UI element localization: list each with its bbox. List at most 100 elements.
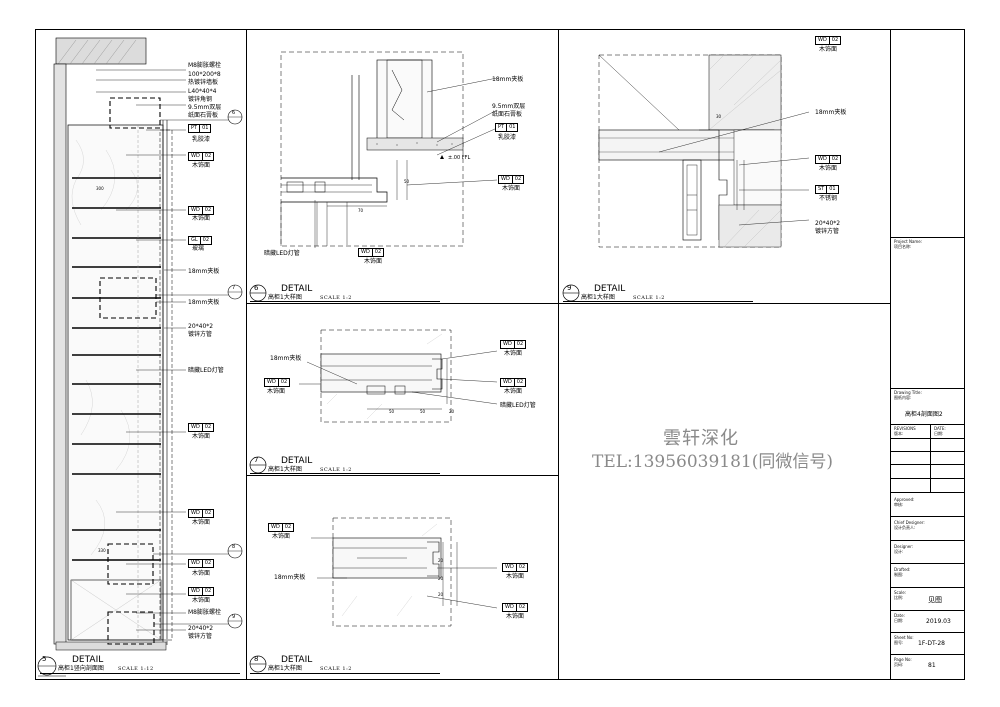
tb-line (890, 464, 965, 465)
note: 木饰面 (192, 162, 211, 169)
detail-scale: SCALE 1:2 (320, 295, 352, 301)
dimension: 50 (404, 179, 410, 184)
callout-6[interactable]: 6 (232, 110, 236, 116)
section-8-drawing (311, 517, 498, 627)
callout-9[interactable]: 9 (232, 614, 236, 620)
note: 木饰面 (192, 597, 211, 604)
detail-scale: SCALE 1:12 (118, 666, 154, 672)
note: 100*200*8 (188, 71, 221, 78)
panel-divider (558, 303, 559, 680)
section-5-drawing: 300 330 (53, 37, 243, 651)
note: 木饰面 (506, 613, 525, 620)
tb-line (890, 388, 965, 389)
detail-scale: SCALE 1:2 (633, 295, 665, 301)
note: 纸面石膏板 (492, 111, 523, 118)
detail-number: 8 (254, 655, 259, 663)
tb-date2: 日期: (894, 618, 904, 623)
tb-line (890, 516, 965, 517)
detail-scale: SCALE 1:2 (320, 666, 352, 672)
note: 9.5mm双层 (188, 104, 222, 111)
note: 木饰面 (819, 165, 838, 172)
tb-sheet-en: Sheet No: (894, 635, 914, 640)
dimension: 20 (438, 592, 444, 597)
tb-project-en: Project Name: (894, 239, 923, 244)
panel-divider (246, 475, 558, 476)
dimension: 50 (389, 409, 395, 414)
dimension: 20 (438, 558, 444, 563)
detail-scale: SCALE 1:2 (320, 467, 352, 473)
note: M8膨胀螺栓 (188, 609, 221, 616)
note: 木饰面 (819, 46, 838, 53)
detail-underline (563, 301, 753, 302)
tb-line (890, 563, 965, 564)
detail-subtitle: 高柜1大样图 (581, 294, 615, 301)
tb-line (930, 424, 931, 492)
tb-line (890, 424, 965, 425)
note: 热镀锌墙板 (188, 79, 219, 86)
note: 不锈钢 (819, 195, 838, 202)
detail-number: 7 (254, 456, 259, 464)
detail-subtitle: 高柜1大样图 (268, 466, 302, 473)
panel-divider (558, 29, 559, 303)
section-7-drawing (299, 329, 498, 423)
note: 暗藏LED灯管 (500, 402, 536, 409)
tb-date2-en: Date: (894, 613, 905, 618)
dimension: 30 (716, 114, 722, 119)
detail-underline (250, 301, 440, 302)
detail-subtitle: 高柜1大样图 (268, 294, 302, 301)
callout-8[interactable]: 8 (232, 544, 236, 550)
tb-date: 日期: (934, 431, 944, 436)
title-block-divider (890, 29, 891, 680)
note: 镀锌角钢 (188, 96, 213, 103)
note: L40*40*4 (188, 88, 217, 95)
detail-title: DETAIL (281, 284, 313, 294)
tb-line (890, 438, 965, 439)
note: 木饰面 (272, 533, 291, 540)
note: 乳胶漆 (498, 134, 517, 141)
tb-line (890, 451, 965, 452)
detail-title: DETAIL (594, 284, 626, 294)
note: 18mm夹板 (815, 109, 847, 116)
tb-chief: 设计负责人: (894, 525, 916, 530)
note: 木饰面 (364, 258, 383, 265)
note: 暗藏LED灯管 (264, 250, 300, 257)
detail-subtitle: 高柜1竖向剖面图 (58, 665, 104, 672)
detail-title: DETAIL (281, 655, 313, 665)
tb-page-value: 81 (928, 662, 936, 669)
tb-approved: 审核: (894, 502, 904, 507)
note: 木饰面 (502, 185, 521, 192)
note: 20*40*2 (188, 323, 214, 330)
tb-line (890, 492, 965, 493)
note: 18mm夹板 (188, 268, 220, 275)
tb-drafted: 制图: (894, 572, 904, 577)
tb-line (890, 478, 965, 479)
watermark-tel: TEL:13956039181(同微信号) (592, 452, 834, 472)
callout-7[interactable]: 7 (232, 285, 236, 291)
sheet-frame (35, 29, 965, 680)
note: 18mm夹板 (270, 355, 302, 362)
detail-underline (40, 673, 240, 674)
tb-revisions-en: REVISIONS (894, 426, 916, 431)
dimension: 70 (358, 208, 364, 213)
note: 木饰面 (192, 570, 211, 577)
svg-text:330: 330 (98, 548, 106, 553)
note: 20*40*2 (815, 220, 841, 227)
note: 玻璃 (192, 245, 205, 252)
panel-divider (246, 303, 890, 304)
tb-revisions: 版本: (894, 431, 904, 436)
note: 20*40*2 (188, 625, 214, 632)
